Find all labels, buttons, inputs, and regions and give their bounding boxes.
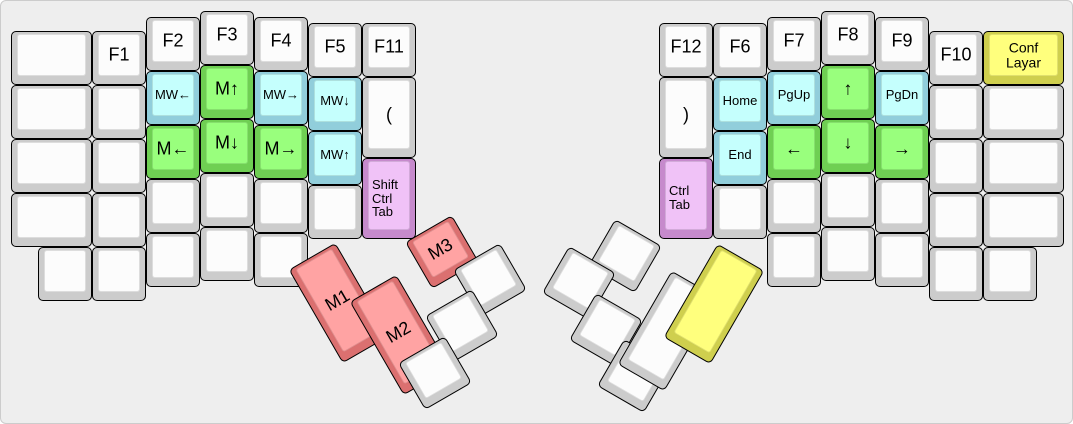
key-right-r4-c6: [983, 247, 1037, 301]
key-mouse-left: M←: [146, 125, 200, 179]
key-pgup: PgUp: [767, 71, 821, 125]
key-right-r3-c5: [929, 193, 983, 247]
key-left-r3-c0: [11, 193, 92, 247]
key-left-r3-c4: [254, 179, 308, 233]
key-right-r2-c6: [983, 139, 1064, 193]
key-mouse-up: M↑: [200, 65, 254, 119]
key-f11: F11: [362, 23, 416, 77]
key-left-r4-c4: [254, 233, 308, 287]
key-left-r1-c1: [92, 85, 146, 139]
key-left-r4-c3: [200, 227, 254, 281]
key-home: Home: [713, 77, 767, 131]
key-left-r4-c0: [38, 247, 92, 301]
key-mouse-wheel-left: MW←: [146, 71, 200, 125]
key-left-r4-c1: [92, 247, 146, 301]
key-end: End: [713, 131, 767, 185]
key-right-r4-c5: [929, 247, 983, 301]
key-right-r3-c2: [767, 179, 821, 233]
key-left-r1-c0: [11, 85, 92, 139]
key-arrow-right: →: [875, 125, 929, 179]
key-f7: F7: [767, 17, 821, 71]
key-mouse-wheel-down: MW↓: [308, 77, 362, 131]
key-shift-ctrl-tab: Shift Ctrl Tab: [362, 158, 416, 239]
key-right-r1-c6: [983, 85, 1064, 139]
key-mouse-right: M→: [254, 125, 308, 179]
key-arrow-down: ↓: [821, 119, 875, 173]
key-mouse-down: M↓: [200, 119, 254, 173]
key-f2: F2: [146, 17, 200, 71]
key-pgdn: PgDn: [875, 71, 929, 125]
key-f1: F1: [92, 31, 146, 85]
key-right-r3-c3: [821, 173, 875, 227]
key-left-r0-c0: [11, 31, 92, 85]
key-f4: F4: [254, 17, 308, 71]
key-left-r3-c3: [200, 173, 254, 227]
key-f10: F10: [929, 31, 983, 85]
key-paren-open: (: [362, 77, 416, 158]
key-right-r3-c6: [983, 193, 1064, 247]
key-right-r3-c1: [713, 185, 767, 239]
key-f5: F5: [308, 23, 362, 77]
key-paren-close: ): [659, 77, 713, 158]
key-left-r3-c2: [146, 179, 200, 233]
key-arrow-up: ↑: [821, 65, 875, 119]
key-right-r4-c2: [767, 233, 821, 287]
key-f8: F8: [821, 11, 875, 65]
key-f12: F12: [659, 23, 713, 77]
key-conf-layer: Conf Layar: [983, 31, 1064, 85]
key-f3: F3: [200, 11, 254, 65]
key-left-r4-c2: [146, 233, 200, 287]
key-left-r2-c0: [11, 139, 92, 193]
key-arrow-left: ←: [767, 125, 821, 179]
key-left-r3-c5: [308, 185, 362, 239]
key-right-r3-c4: [875, 179, 929, 233]
key-ctrl-tab: Ctrl Tab: [659, 158, 713, 239]
key-right-r4-c4: [875, 233, 929, 287]
key-f6: F6: [713, 23, 767, 77]
key-left-r2-c1: [92, 139, 146, 193]
key-left-r3-c1: [92, 193, 146, 247]
key-f9: F9: [875, 17, 929, 71]
key-mouse-wheel-up: MW↑: [308, 131, 362, 185]
key-right-r1-c5: [929, 85, 983, 139]
key-right-r4-c3: [821, 227, 875, 281]
key-right-r2-c5: [929, 139, 983, 193]
key-mouse-wheel-right: MW→: [254, 71, 308, 125]
